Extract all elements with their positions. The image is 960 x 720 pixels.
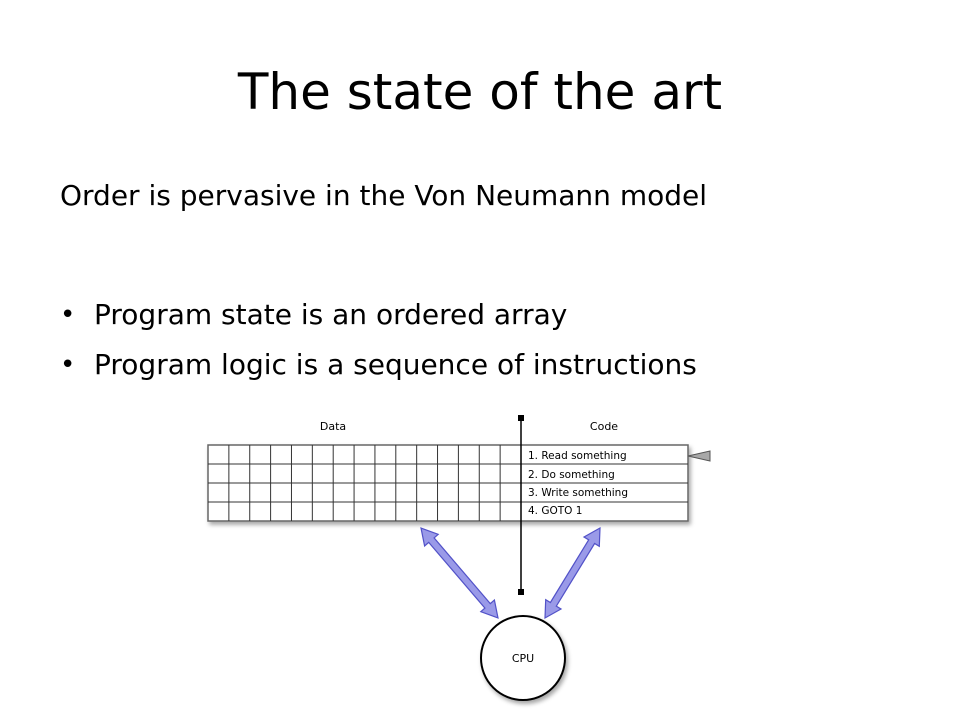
bullet-list: Program state is an ordered array Progra… [60, 294, 920, 386]
instruction-3: 3. Write something [528, 487, 628, 499]
code-label: Code [590, 420, 618, 433]
memory-grid [208, 445, 688, 521]
program-counter-pointer [687, 450, 711, 462]
cpu-circle [480, 615, 566, 701]
instruction-2: 2. Do something [528, 469, 615, 481]
bullet-item: Program state is an ordered array [60, 294, 920, 336]
arrows [420, 526, 601, 620]
instruction-1: 1. Read something [528, 450, 627, 462]
data-cpu-arrow [420, 527, 499, 619]
divider-top-marker [518, 415, 524, 421]
cpu-label: CPU [512, 652, 534, 665]
instruction-4: 4. GOTO 1 [528, 505, 582, 517]
intro-text: Order is pervasive in the Von Neumann mo… [60, 179, 708, 212]
code-cpu-arrow [544, 526, 601, 620]
slide-title: The state of the art [237, 63, 723, 121]
data-label: Data [320, 420, 346, 433]
bullet-item: Program logic is a sequence of instructi… [60, 344, 920, 386]
divider-bottom-marker [518, 589, 524, 595]
memory-table [207, 444, 689, 522]
slide-body: Order is pervasive in the Von Neumann mo… [60, 176, 920, 394]
memory-table-frame [207, 444, 689, 522]
